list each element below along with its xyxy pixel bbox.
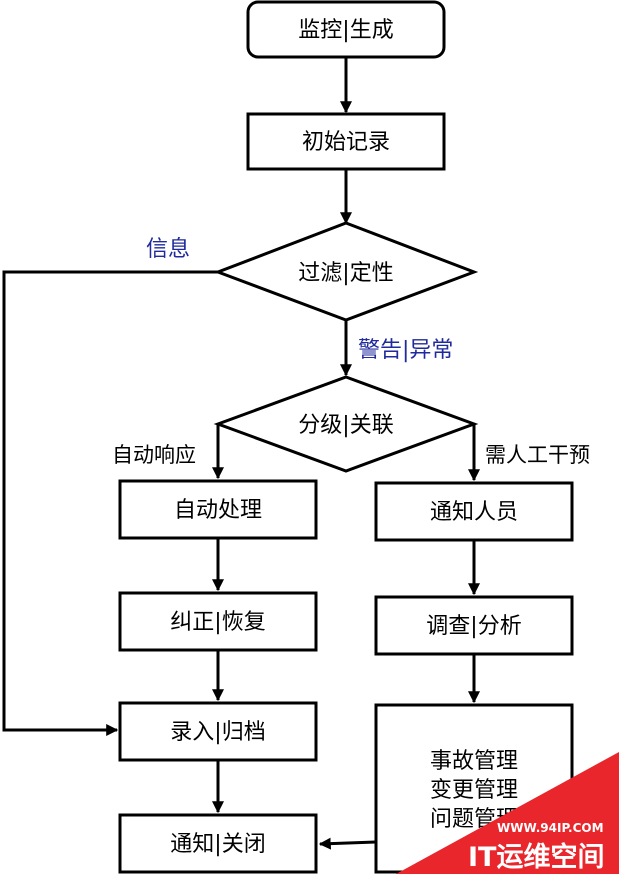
node-correct-shape: [118, 591, 318, 652]
node-initial-record-shape: [246, 112, 446, 171]
node-initial-record-label: 初始记录: [302, 130, 390, 155]
edge-label-warning: 警告|异常: [358, 338, 453, 363]
node-notify-staff: 通知人员: [374, 481, 574, 542]
node-initial-record: 初始记录: [246, 112, 446, 171]
edge-label-auto-response: 自动响应: [112, 443, 196, 467]
watermark-url: WWW.94IP.COM: [497, 821, 604, 835]
edge-label-manual: 需人工干预: [485, 443, 590, 467]
node-monitor-label: 监控|生成: [298, 18, 393, 43]
node-monitor: 监控|生成: [246, 0, 446, 59]
edge-info-to-archive: [2, 270, 218, 736]
watermark-triangle: [396, 752, 619, 874]
edge-mgmt-to-close: [318, 837, 377, 850]
edge-label-info: 信息: [146, 237, 190, 262]
watermark: WWW.94IP.COM IT运维空间: [396, 752, 619, 874]
node-record: 录入|归档: [118, 701, 318, 762]
node-filter-label: 过滤|定性: [298, 261, 393, 286]
node-investigate-shape: [374, 595, 574, 656]
node-notify-staff-label: 通知人员: [430, 500, 518, 525]
node-notify-close-label: 通知|关闭: [170, 832, 265, 857]
node-filter: 过滤|定性: [213, 221, 479, 322]
watermark-text: IT运维空间: [468, 841, 604, 873]
connectors: [2, 57, 480, 850]
node-auto-process-shape: [118, 479, 318, 540]
node-record-label: 录入|归档: [170, 720, 265, 745]
node-classify: 分级|关联: [213, 375, 479, 473]
node-auto-process: 自动处理: [118, 479, 318, 540]
node-notify-close: 通知|关闭: [118, 813, 318, 874]
node-management-line-1: 事故管理: [430, 749, 518, 774]
node-monitor-shape: [246, 0, 446, 59]
node-investigate: 调查|分析: [374, 595, 574, 656]
node-record-shape: [118, 701, 318, 762]
node-classify-label: 分级|关联: [298, 413, 393, 438]
node-notify-staff-shape: [374, 481, 574, 542]
node-notify-close-shape: [118, 813, 318, 874]
node-management-line-2: 变更管理: [430, 778, 518, 803]
node-classify-shape: [213, 375, 479, 473]
node-filter-shape: [213, 221, 479, 322]
node-correct: 纠正|恢复: [118, 591, 318, 652]
node-auto-process-label: 自动处理: [174, 498, 262, 523]
node-correct-label: 纠正|恢复: [170, 610, 265, 635]
node-investigate-label: 调查|分析: [426, 614, 521, 639]
